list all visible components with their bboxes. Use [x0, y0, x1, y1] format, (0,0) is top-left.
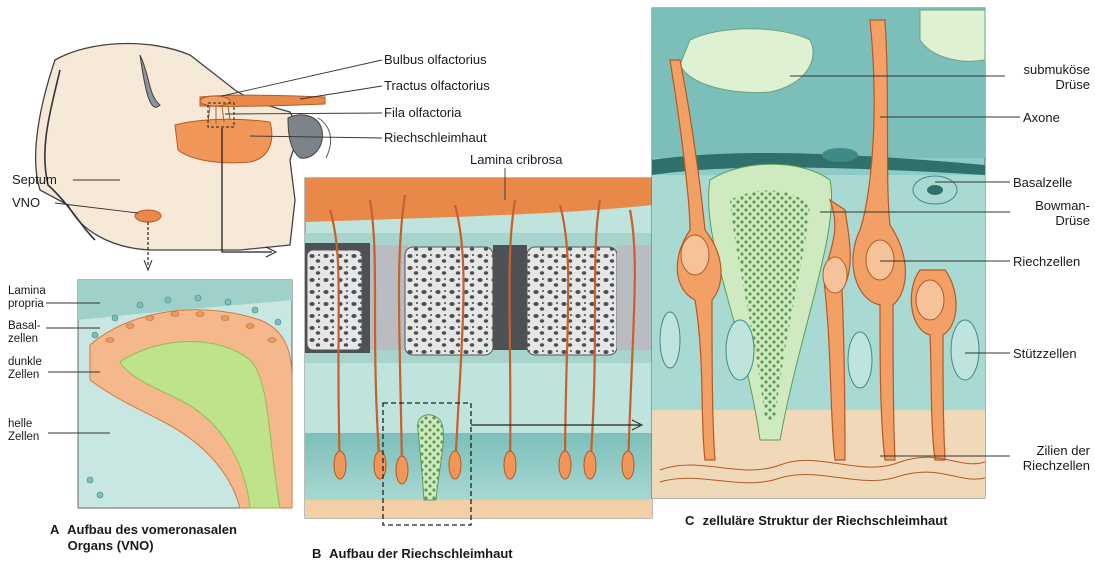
label-riechzellen: Riechzellen	[1013, 254, 1080, 269]
label-basalzelle: Basalzelle	[1013, 175, 1072, 190]
panel-b-riechschleimhaut	[305, 178, 652, 525]
caption-c: C zelluläre Struktur der Riechschleimhau…	[685, 513, 948, 529]
caption-c-letter: C	[685, 513, 699, 529]
caption-a-line2: Organs (VNO)	[68, 538, 154, 553]
label-dunkle-zellen: dunkle Zellen	[8, 356, 42, 382]
label-lamina-cribrosa: Lamina cribrosa	[470, 152, 563, 167]
label-riechschleimhaut: Riechschleimhaut	[384, 130, 487, 145]
label-helle-zellen: helle Zellen	[8, 418, 39, 444]
label-helle-zellen-line1: helle	[8, 418, 32, 430]
caption-a: A Aufbau des vomeronasalen Organs (VNO)	[50, 522, 237, 554]
label-submukoese-line1: submuköse	[1024, 62, 1090, 77]
head-sagittal-section	[36, 44, 331, 270]
label-submukoese-line2: Drüse	[1055, 77, 1090, 92]
label-axone: Axone	[1023, 110, 1060, 125]
label-bowman-line1: Bowman-	[1035, 198, 1090, 213]
label-fila-olfactoria: Fila olfactoria	[384, 105, 461, 120]
caption-b-text: Aufbau der Riechschleimhaut	[329, 546, 512, 561]
caption-c-text: zelluläre Struktur der Riechschleimhaut	[703, 513, 948, 528]
label-zilien-line1: Zilien der	[1037, 443, 1090, 458]
label-dunkle-zellen-line1: dunkle	[8, 356, 42, 368]
label-bowman-line2: Drüse	[1055, 213, 1090, 228]
label-zilien-line2: Riechzellen	[1023, 458, 1090, 473]
label-septum: Septum	[12, 172, 57, 187]
label-bowman-druese: Bowman- Drüse	[990, 198, 1090, 228]
label-stuetzzellen: Stützzellen	[1013, 346, 1077, 361]
label-bulbus-olfactorius: Bulbus olfactorius	[384, 52, 487, 67]
label-helle-zellen-line2: Zellen	[8, 431, 39, 443]
label-dunkle-zellen-line2: Zellen	[8, 369, 39, 381]
label-lamina-propria: Lamina propria	[8, 285, 46, 311]
label-lamina-propria-line1: Lamina	[8, 285, 46, 297]
label-basalzellen: Basal- zellen	[8, 320, 41, 346]
caption-a-letter: A	[50, 522, 64, 538]
caption-a-line1: Aufbau des vomeronasalen	[67, 522, 237, 537]
label-zilien-der-riechzellen: Zilien der Riechzellen	[990, 443, 1090, 473]
label-submukoese-druese: submuköse Drüse	[990, 62, 1090, 92]
label-vno: VNO	[12, 195, 40, 210]
label-lamina-propria-line2: propria	[8, 298, 44, 310]
caption-b-letter: B	[312, 546, 326, 562]
panel-c-cellular-structure	[652, 8, 985, 498]
label-tractus-olfactorius: Tractus olfactorius	[384, 78, 490, 93]
panel-a-vno	[78, 280, 292, 508]
label-basalzellen-line1: Basal-	[8, 320, 41, 332]
caption-b: B Aufbau der Riechschleimhaut	[312, 546, 513, 562]
label-basalzellen-line2: zellen	[8, 333, 38, 345]
